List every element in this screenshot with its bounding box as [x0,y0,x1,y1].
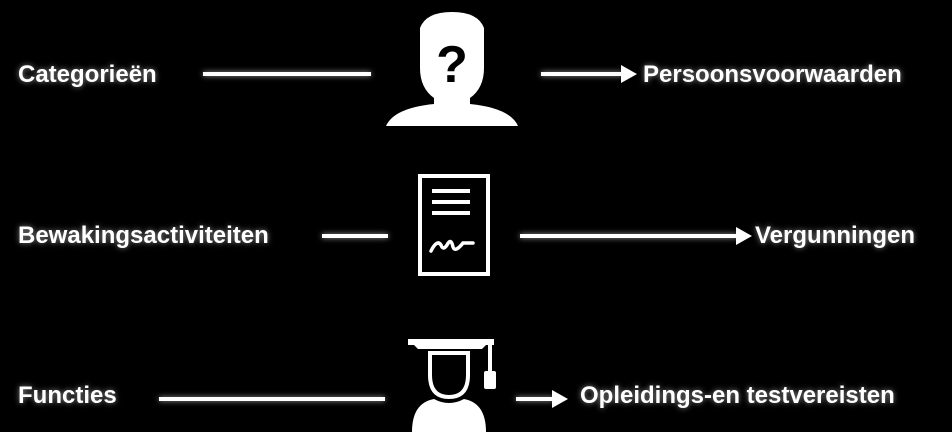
row-2-connector-line [322,234,388,238]
document-signature-icon [418,174,490,276]
person-question-icon: ? [386,12,518,126]
row-2-left-label: Bewakingsactiviteiten [18,222,269,249]
row-3-arrow [516,390,568,408]
row-2-right-label: Vergunningen [755,222,916,249]
row-3-left-label: Functies [18,382,117,409]
row-1-right-label: Persoonsvoorwaarden [643,61,902,88]
row-1-arrow [541,65,637,83]
row-1-connector-line [203,72,371,76]
row-3-connector-line [159,397,385,401]
graduate-icon [408,339,496,432]
svg-text:?: ? [436,36,468,94]
row-3-right-label: Opleidings-en testvereisten [580,382,895,409]
row-2-arrow [520,227,752,245]
row-1-left-label: Categorieën [18,61,157,88]
